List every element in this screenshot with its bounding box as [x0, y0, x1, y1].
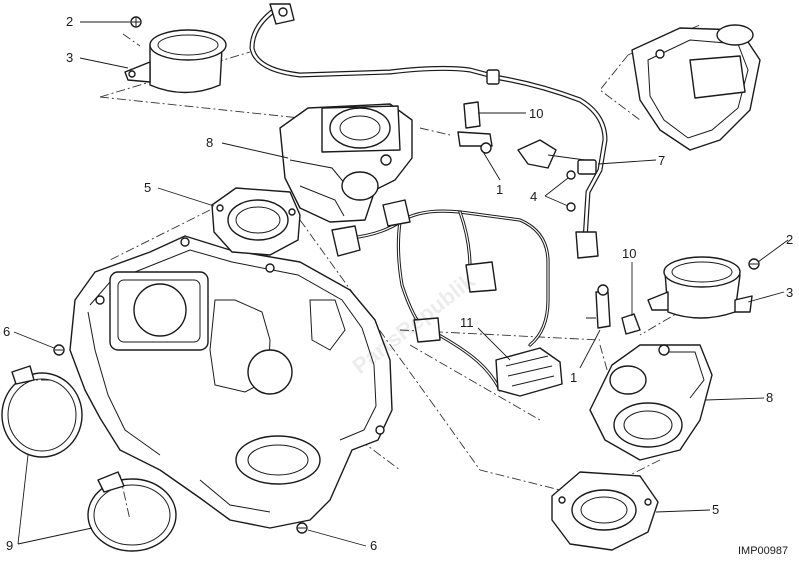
sensor-bottom — [586, 284, 611, 329]
drawing-code: IMP00987 — [738, 545, 788, 557]
callout-3-right: 3 — [786, 285, 793, 300]
breather-hose — [249, 3, 608, 259]
hose-clamp-lower — [87, 471, 177, 552]
callout-10-top: 10 — [529, 106, 543, 121]
callout-2-right: 2 — [786, 232, 793, 247]
wiring-harness — [331, 199, 563, 397]
callout-5-top-left: 5 — [144, 180, 151, 195]
clip-bottom — [621, 313, 641, 335]
intake-flange-top-left — [211, 187, 301, 256]
callout-3-top-left: 3 — [66, 50, 73, 65]
hose-bracket — [517, 139, 586, 169]
intake-funnel-top-left — [124, 29, 227, 94]
callout-9: 9 — [6, 538, 13, 553]
callout-1-top: 1 — [496, 182, 503, 197]
screw-left — [53, 344, 65, 356]
intake-funnel-right — [647, 256, 753, 319]
screw-pair — [566, 170, 576, 212]
throttle-assembly-top-right — [631, 24, 761, 151]
callout-4: 4 — [530, 189, 537, 204]
screw-right — [748, 258, 760, 270]
callout-labels: 2 3 8 5 10 1 7 4 2 10 3 11 1 8 6 5 9 6 — [3, 14, 793, 553]
screw-bottom — [296, 522, 308, 534]
airbox-housing — [69, 235, 393, 529]
callout-8-top-left: 8 — [206, 135, 213, 150]
callout-1-bottom: 1 — [570, 370, 577, 385]
callout-7: 7 — [658, 153, 665, 168]
hose-clamp-upper — [1, 365, 83, 458]
sensor-top — [457, 131, 493, 154]
callout-6-bottom: 6 — [370, 538, 377, 553]
callout-10-bottom: 10 — [622, 246, 636, 261]
intake-flange-right — [551, 471, 659, 551]
screw-top-left — [130, 16, 142, 28]
callout-11: 11 — [460, 315, 474, 330]
callout-6-left: 6 — [3, 324, 10, 339]
callout-5-right: 5 — [712, 502, 719, 517]
throttle-body-right — [589, 344, 713, 461]
leader-lines — [13, 21, 789, 547]
throttle-body-top-left — [279, 103, 413, 223]
clip-top — [463, 101, 481, 129]
callout-8-right: 8 — [766, 390, 773, 405]
callout-2-top-left: 2 — [66, 14, 73, 29]
